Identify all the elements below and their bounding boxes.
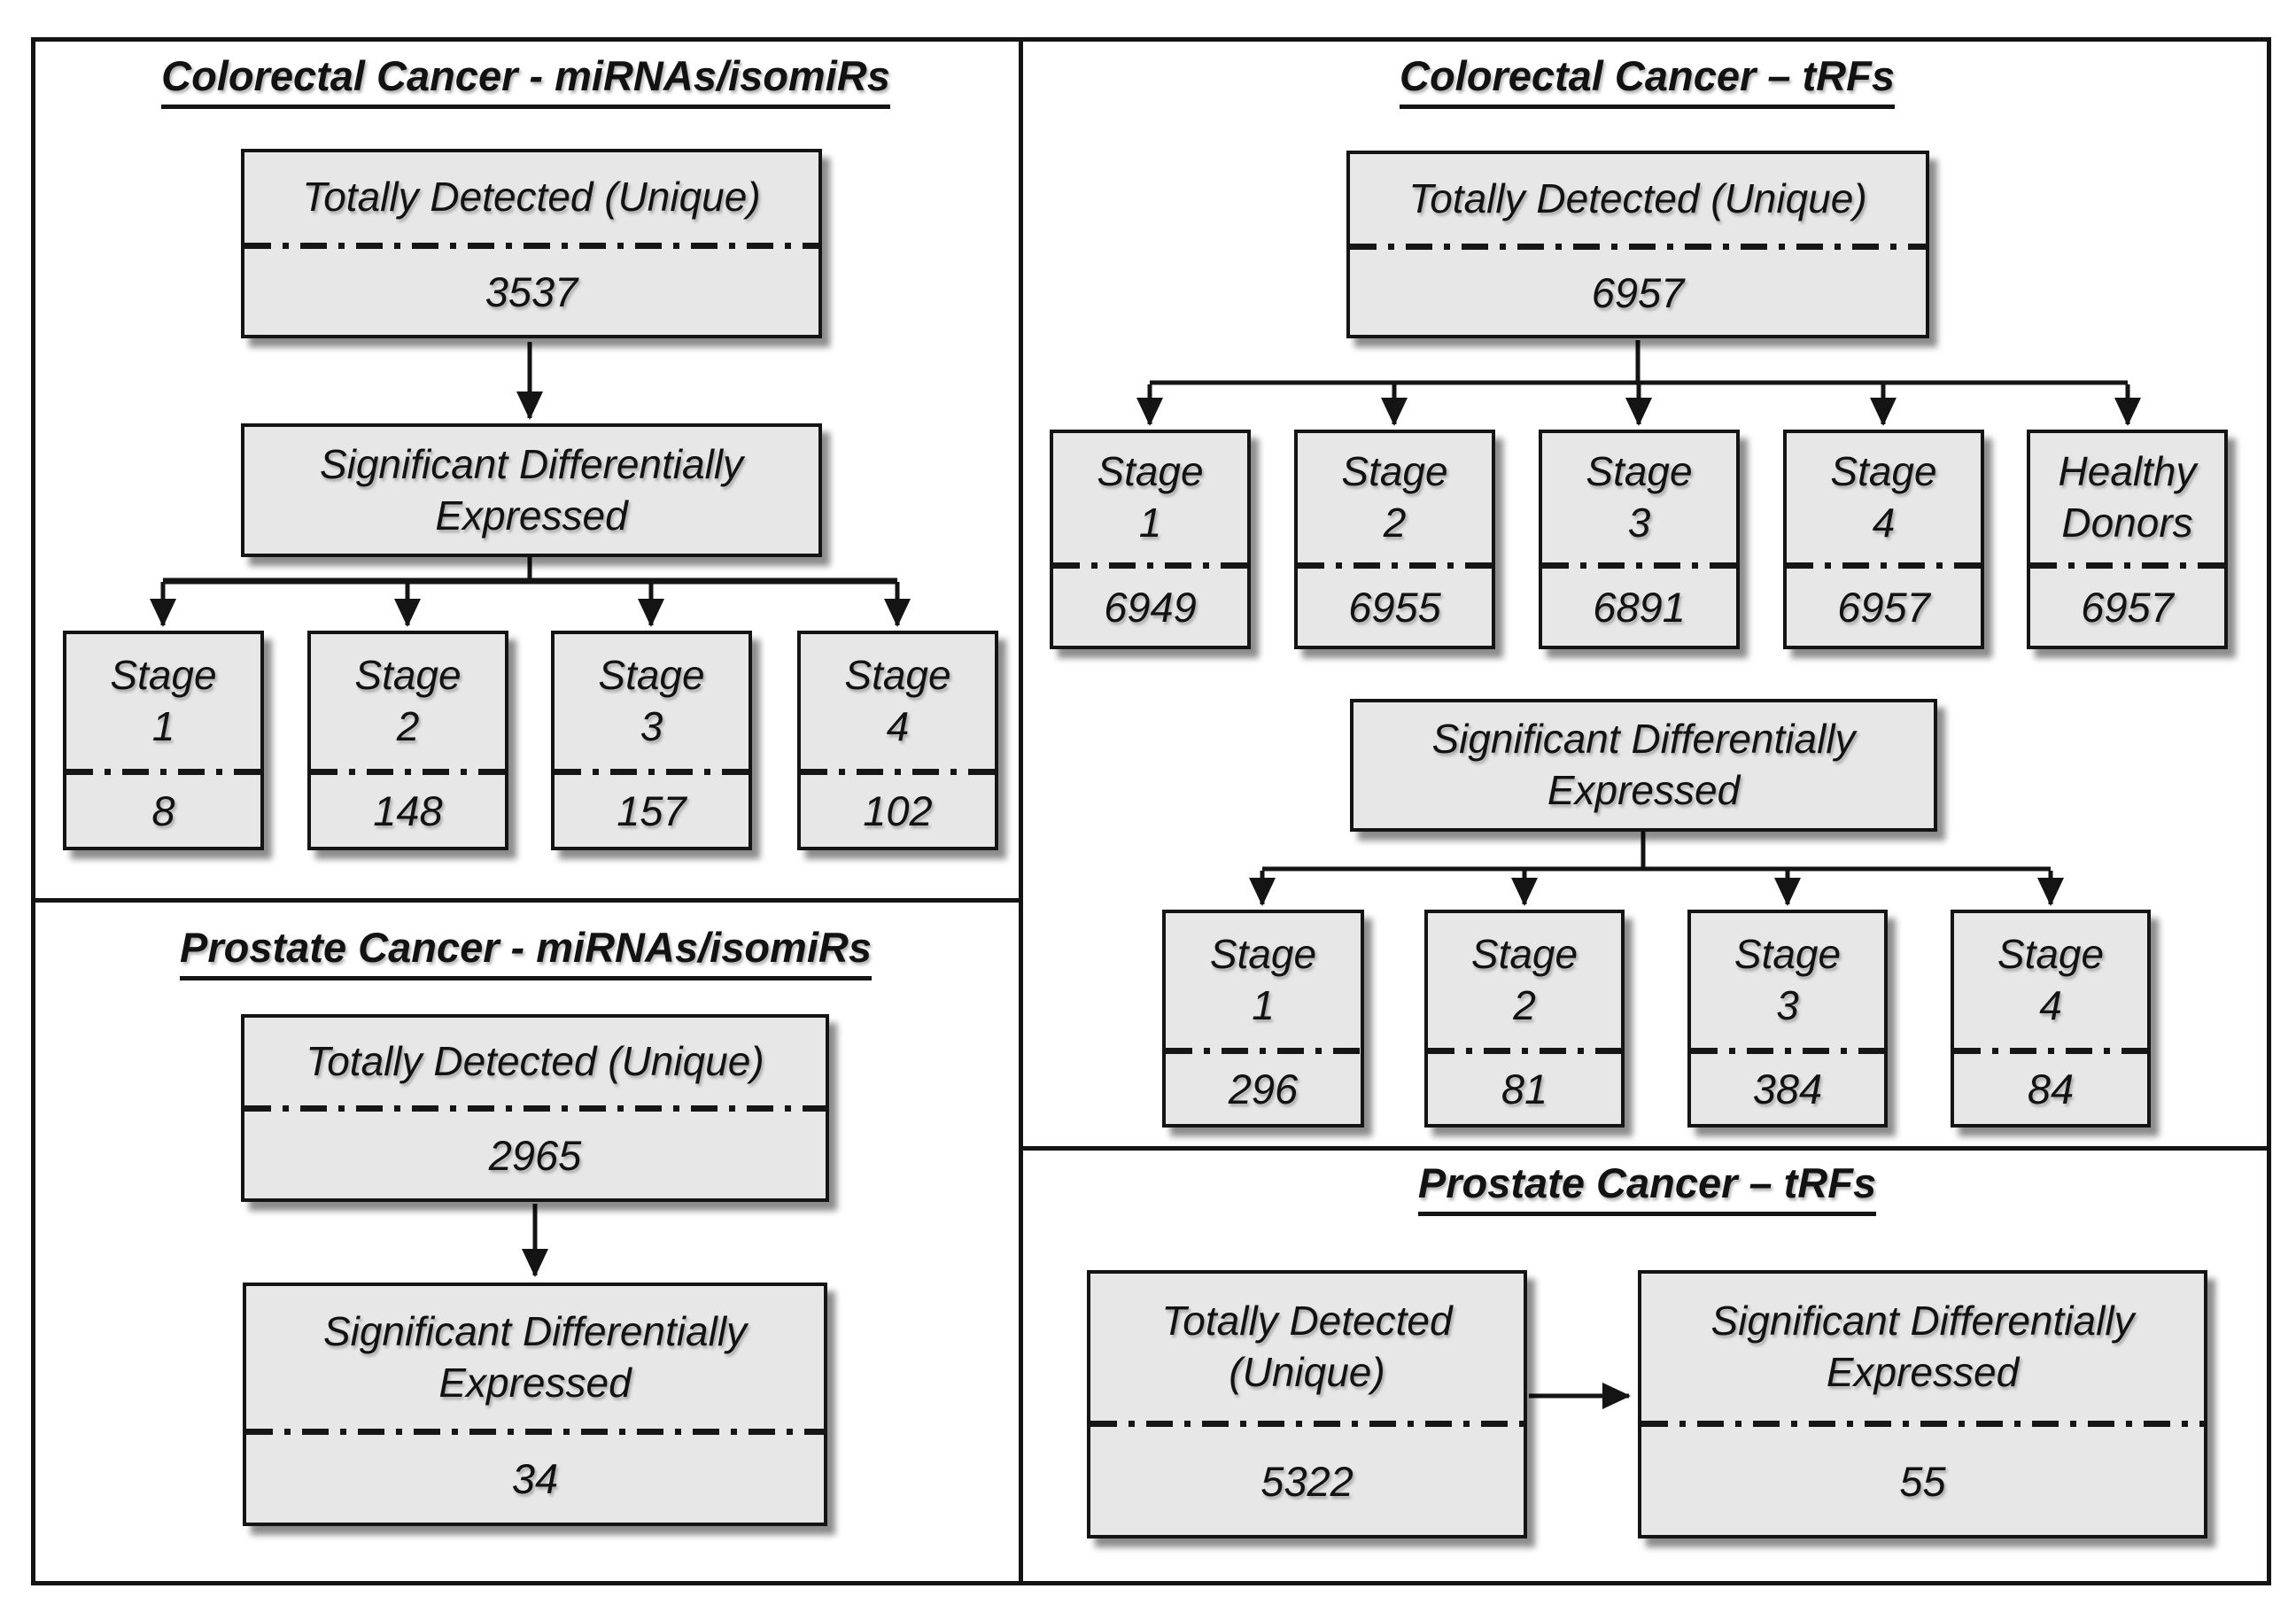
dash-separator [244, 243, 818, 249]
dash-separator [1428, 1048, 1621, 1054]
dash-separator [66, 769, 260, 775]
node-label: Stage 1 [1209, 931, 1317, 1028]
panel-title-prostate-trf: Prostate Cancer – tRFs [1023, 1159, 2271, 1216]
dash-separator [2030, 562, 2224, 569]
panel-title-text: Colorectal Cancer – tRFs [1400, 51, 1895, 109]
dash-separator [244, 1105, 826, 1112]
node-label: Totally Detected (Unique) [1161, 1298, 1453, 1395]
dash-separator [1787, 562, 1981, 569]
node-label: Stage 1 [110, 652, 217, 749]
node-value: 6955 [1348, 584, 1441, 631]
node-value: 6949 [1104, 584, 1197, 631]
node-prostate-mirna-sde: Significant Differentially Expressed 34 [243, 1283, 827, 1526]
right-horizontal-divider [1019, 1146, 2271, 1151]
node-label: Stage 2 [354, 652, 462, 749]
node-colorectal-trf-healthy-donors: Healthy Donors 6957 [2027, 430, 2228, 649]
node-colorectal-trf-detected-stage-4: Stage 4 6957 [1783, 430, 1984, 649]
node-label: Stage 2 [1470, 931, 1578, 1028]
node-colorectal-trf-sde: Significant Differentially Expressed [1350, 699, 1937, 832]
node-value: 8 [151, 787, 175, 834]
panel-title-text: Prostate Cancer – tRFs [1417, 1159, 1877, 1216]
node-label: Stage 2 [1341, 448, 1448, 546]
node-colorectal-mirna-stage-3: Stage 3 157 [551, 631, 752, 850]
node-value: 6957 [1837, 584, 1930, 631]
node-label: Stage 3 [1734, 931, 1842, 1028]
panel-title-colorectal-mirna: Colorectal Cancer - miRNAs/isomiRs [31, 51, 1020, 109]
dash-separator [1691, 1048, 1884, 1054]
node-value: 6957 [2081, 584, 2174, 631]
node-colorectal-trf-detected-stage-1: Stage 1 6949 [1050, 430, 1251, 649]
dash-separator [1954, 1048, 2147, 1054]
node-colorectal-mirna-stage-4: Stage 4 102 [797, 631, 998, 850]
outer-border [31, 37, 2271, 1585]
node-label: Healthy Donors [2058, 448, 2197, 546]
node-label: Totally Detected (Unique) [1408, 174, 1867, 221]
node-label: Significant Differentially Expressed [1431, 716, 1856, 813]
node-label: Stage 1 [1097, 448, 1204, 546]
node-colorectal-trf-sde-stage-1: Stage 1 296 [1162, 910, 1364, 1128]
dash-separator [1350, 244, 1926, 250]
panel-title-colorectal-trf: Colorectal Cancer – tRFs [1023, 51, 2271, 109]
dash-separator [1166, 1048, 1361, 1054]
node-value: 384 [1752, 1066, 1823, 1112]
node-label: Significant Differentially Expressed [322, 1307, 748, 1406]
node-colorectal-mirna-stage-2: Stage 2 148 [307, 631, 508, 850]
node-colorectal-trf-sde-stage-3: Stage 3 384 [1687, 910, 1888, 1128]
node-value: 157 [617, 787, 686, 834]
dash-separator [1053, 562, 1247, 569]
dash-separator [1542, 562, 1736, 569]
node-value: 3537 [485, 268, 578, 315]
vertical-divider [1019, 37, 1023, 1585]
node-label: Stage 4 [1830, 448, 1937, 546]
dash-separator [1298, 562, 1492, 569]
node-prostate-trf-totally-detected: Totally Detected (Unique) 5322 [1087, 1270, 1527, 1538]
dash-separator [801, 769, 995, 775]
node-label: Stage 4 [844, 652, 951, 749]
node-colorectal-trf-detected-stage-3: Stage 3 6891 [1539, 430, 1740, 649]
node-prostate-trf-sde: Significant Differentially Expressed 55 [1638, 1270, 2207, 1538]
node-value: 2965 [488, 1131, 582, 1179]
dash-separator [555, 769, 749, 775]
node-value: 5322 [1260, 1457, 1354, 1505]
node-colorectal-mirna-stage-1: Stage 1 8 [63, 631, 264, 850]
node-value: 296 [1228, 1066, 1299, 1112]
dash-separator [311, 769, 505, 775]
panel-title-text: Colorectal Cancer - miRNAs/isomiRs [161, 51, 890, 109]
left-horizontal-divider [31, 898, 1023, 903]
node-value: 6957 [1591, 268, 1685, 316]
node-label: Totally Detected (Unique) [302, 174, 761, 221]
node-label: Stage 4 [1997, 931, 2105, 1028]
node-value: 81 [1501, 1066, 1548, 1112]
dash-separator [246, 1429, 824, 1435]
dash-separator [1090, 1421, 1524, 1427]
node-value: 102 [863, 787, 933, 834]
node-prostate-mirna-totally-detected: Totally Detected (Unique) 2965 [241, 1014, 829, 1202]
node-label: Significant Differentially Expressed [1710, 1298, 2135, 1395]
node-value: 6891 [1593, 584, 1686, 631]
node-colorectal-trf-totally-detected: Totally Detected (Unique) 6957 [1346, 151, 1929, 338]
node-colorectal-trf-sde-stage-4: Stage 4 84 [1951, 910, 2151, 1128]
node-label: Stage 3 [1586, 448, 1693, 546]
panel-title-prostate-mirna: Prostate Cancer - miRNAs/isomiRs [31, 923, 1020, 980]
node-value: 148 [373, 787, 443, 834]
node-colorectal-trf-detected-stage-2: Stage 2 6955 [1294, 430, 1495, 649]
node-value: 34 [511, 1455, 559, 1502]
node-colorectal-trf-sde-stage-2: Stage 2 81 [1424, 910, 1625, 1128]
node-label: Totally Detected (Unique) [306, 1037, 764, 1084]
node-value: 55 [1899, 1457, 1946, 1505]
node-value: 84 [2027, 1066, 2075, 1112]
node-label: Stage 3 [598, 652, 705, 749]
dash-separator [1641, 1421, 2204, 1427]
panel-title-text: Prostate Cancer - miRNAs/isomiRs [180, 923, 872, 980]
node-label: Significant Differentially Expressed [319, 440, 744, 539]
node-colorectal-mirna-sde: Significant Differentially Expressed [241, 423, 822, 557]
node-colorectal-mirna-totally-detected: Totally Detected (Unique) 3537 [241, 149, 822, 338]
